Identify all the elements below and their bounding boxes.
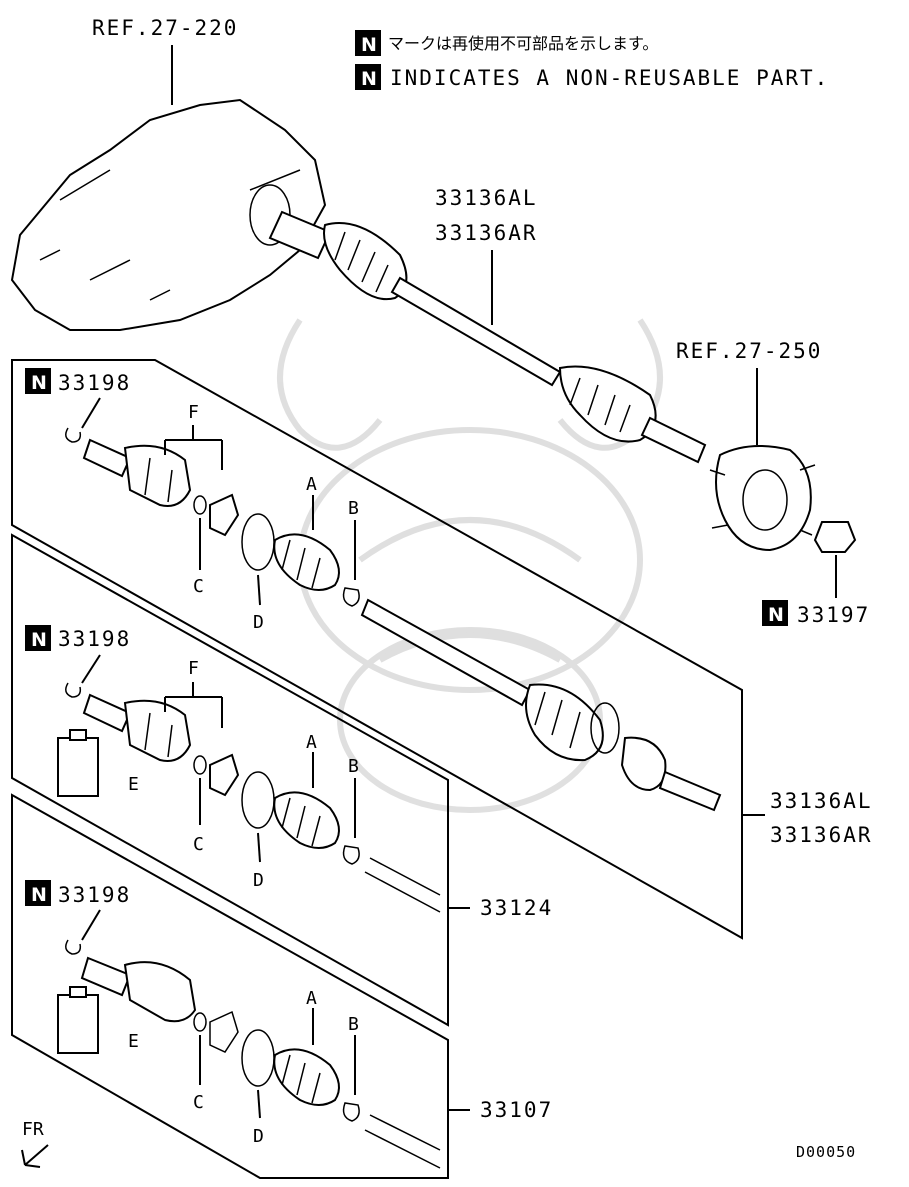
note-jp: マークは再使用不可部品を示します。 <box>388 34 658 53</box>
diagram-code: D00050 <box>796 1143 856 1161</box>
ref-hub-label: REF.27-250 <box>676 339 822 363</box>
part-number-33107: 33107 <box>480 1098 553 1122</box>
letter-a: A <box>306 732 317 753</box>
panel-kit-33107: N 33198 E C D A B 33107 <box>11 793 553 1179</box>
n-mark-icon <box>355 64 381 90</box>
part-number-33136al: 33136AL <box>435 186 538 210</box>
part-number-33197: 33197 <box>797 603 870 627</box>
svg-text:N: N <box>768 604 784 626</box>
n-mark-letter: N <box>361 68 377 90</box>
panel-kit-33124: N 33198 F E C D A B 33124 <box>11 533 553 1027</box>
letter-c: C <box>193 1092 204 1113</box>
part-number-33198: 33198 <box>58 371 131 395</box>
letter-b: B <box>348 498 359 519</box>
letter-d: D <box>253 1126 264 1147</box>
part-number-33198: 33198 <box>58 883 131 907</box>
letter-a: A <box>306 474 317 495</box>
part-number-33136al: 33136AL <box>770 789 873 813</box>
ref-transfer-label: REF.27-220 <box>92 16 238 40</box>
transfer-case: REF.27-220 <box>10 16 327 331</box>
svg-text:N: N <box>31 629 47 651</box>
axle-shaft-top: 33136AL 33136AR <box>268 186 707 464</box>
grease-tube <box>57 994 99 1054</box>
letter-c: C <box>193 576 204 597</box>
part-number-33124: 33124 <box>480 896 553 920</box>
grease-tube <box>57 737 99 797</box>
letter-d: D <box>253 870 264 891</box>
letter-a: A <box>306 988 317 1009</box>
letter-d: D <box>253 612 264 633</box>
legend: N マークは再使用不可部品を示します。 N INDICATES A NON-RE… <box>355 30 829 90</box>
svg-text:N: N <box>31 884 47 906</box>
front-direction-indicator: FR <box>21 1119 49 1168</box>
letter-e: E <box>128 774 139 795</box>
panel-shaft-kit: N 33198 F C D A B 33136AL 33136AR <box>11 359 873 940</box>
fr-arrow-icon <box>21 1144 49 1168</box>
note-en: INDICATES A NON-REUSABLE PART. <box>390 66 829 90</box>
part-number-33198: 33198 <box>58 627 131 651</box>
n-mark-icon <box>25 625 51 651</box>
part-number-33136ar: 33136AR <box>435 221 538 245</box>
n-mark-icon <box>355 30 381 56</box>
n-mark-letter: N <box>361 34 377 56</box>
letter-f: F <box>188 402 199 423</box>
hub-nut <box>813 521 857 553</box>
part-number-33136ar: 33136AR <box>770 823 873 847</box>
letter-e: E <box>128 1031 139 1052</box>
letter-c: C <box>193 834 204 855</box>
letter-b: B <box>348 756 359 777</box>
n-mark-icon <box>25 368 51 394</box>
letter-b: B <box>348 1014 359 1035</box>
letter-f: F <box>188 658 199 679</box>
fr-label: FR <box>22 1119 44 1140</box>
n-mark-icon <box>25 880 51 906</box>
hub-assembly: REF.27-250 N 33197 <box>676 339 870 627</box>
svg-text:N: N <box>31 372 47 394</box>
n-mark-icon <box>762 600 788 626</box>
